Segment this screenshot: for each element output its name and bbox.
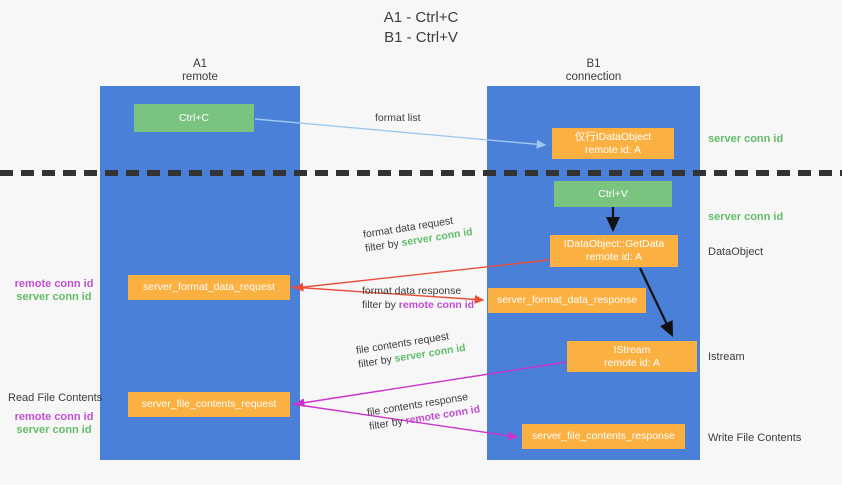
annotation-istream: Istream bbox=[708, 351, 745, 363]
filter-key-remote-conn-id: remote conn id bbox=[398, 299, 475, 311]
node-server-format-data-request[interactable]: server_format_data_request bbox=[128, 275, 290, 300]
node-istream-line1: IStream bbox=[613, 343, 651, 356]
column-a1-sub: remote bbox=[182, 71, 218, 83]
edge-label-format-list-text: format list bbox=[375, 112, 421, 124]
column-a1-name: A1 bbox=[192, 58, 208, 70]
node-getdata-line1: IDataObject::GetData bbox=[563, 238, 665, 250]
edge-label-file-contents-response: file contents response filter by remote … bbox=[366, 388, 481, 433]
node-server-format-data-response-label: server_format_data_response bbox=[496, 294, 638, 306]
annotation-server-conn-id-a: server conn id bbox=[16, 291, 92, 303]
node-idataobject-getdata[interactable]: IDataObject::GetData remote id: A bbox=[550, 235, 678, 267]
filter-prefix: filter by bbox=[362, 299, 399, 311]
annotation-conn-ids-upper: remote conn id server conn id bbox=[8, 278, 100, 304]
node-server-file-contents-request[interactable]: server_file_contents_request bbox=[128, 392, 290, 417]
node-server-format-data-request-label: server_format_data_request bbox=[143, 281, 275, 293]
edge-label-file-contents-request: file contents request filter by server c… bbox=[355, 327, 467, 372]
node-server-file-contents-response[interactable]: server_file_contents_response bbox=[522, 424, 685, 449]
node-istream[interactable]: IStream remote id: A bbox=[567, 341, 697, 372]
node-ctrl-v-label: Ctrl+V bbox=[598, 187, 628, 200]
edge-label-format-data-request: format data request filter by server con… bbox=[362, 211, 474, 256]
annotation-remote-conn-id-b: remote conn id bbox=[14, 411, 94, 423]
node-ctrl-c[interactable]: Ctrl+C bbox=[134, 104, 254, 132]
node-server-file-contents-request-label: server_file_contents_request bbox=[141, 398, 277, 410]
node-ctrl-v[interactable]: Ctrl+V bbox=[554, 181, 672, 207]
node-idataobject[interactable]: 仅行IDataObject remote id: A bbox=[552, 128, 674, 159]
annotation-remote-conn-id-a: remote conn id bbox=[14, 278, 94, 290]
column-header-a1: A1 remote bbox=[100, 58, 300, 84]
annotation-server-conn-id-b: server conn id bbox=[16, 424, 92, 436]
column-b1-sub: connection bbox=[565, 71, 622, 83]
node-istream-line2: remote id: A bbox=[603, 356, 661, 369]
column-b1-name: B1 bbox=[586, 58, 601, 70]
edge-label-format-data-response-filter: filter by remote conn id bbox=[362, 298, 474, 312]
edge-label-format-data-response-text: format data response bbox=[362, 285, 462, 297]
annotation-write-file-contents: Write File Contents bbox=[708, 432, 802, 444]
node-ctrl-c-label: Ctrl+C bbox=[178, 111, 210, 124]
node-idataobject-line2: remote id: A bbox=[584, 143, 642, 156]
node-server-file-contents-response-label: server_file_contents_response bbox=[531, 430, 675, 442]
annotation-server-conn-id-top: server conn id bbox=[708, 133, 784, 145]
node-server-format-data-response[interactable]: server_format_data_response bbox=[488, 288, 646, 313]
annotation-conn-ids-lower: remote conn id server conn id bbox=[8, 411, 100, 437]
node-idataobject-line1: 仅行IDataObject bbox=[574, 130, 652, 143]
title-line-2: B1 - Ctrl+V bbox=[384, 29, 458, 46]
annotation-dataobject: DataObject bbox=[708, 246, 764, 258]
annotation-read-file-contents: Read File Contents bbox=[8, 392, 103, 404]
page-title: A1 - Ctrl+C B1 - Ctrl+V bbox=[0, 8, 842, 48]
title-line-1: A1 - Ctrl+C bbox=[383, 9, 459, 26]
annotation-server-conn-id-mid: server conn id bbox=[708, 211, 784, 223]
node-getdata-line2: remote id: A bbox=[585, 251, 643, 263]
edge-label-format-list: format list bbox=[375, 111, 421, 125]
column-header-b1: B1 connection bbox=[487, 58, 700, 84]
edge-label-format-data-response: format data response filter by remote co… bbox=[362, 284, 474, 312]
phase-divider bbox=[0, 170, 842, 176]
